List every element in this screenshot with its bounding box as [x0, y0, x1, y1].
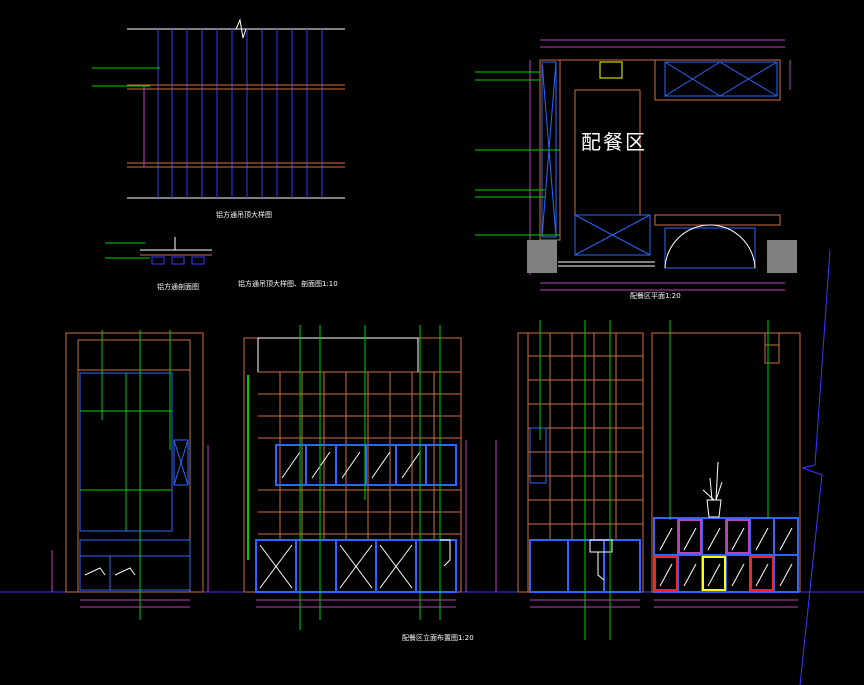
- elevation-b-drawing: [243, 325, 497, 630]
- pantry-plan-title: 配餐区平面1:20: [630, 292, 681, 300]
- ceiling-section-drawing: [105, 237, 212, 265]
- ceiling-detail-drawing: [92, 18, 345, 199]
- room-label: 配餐区: [581, 130, 647, 154]
- elevation-c-drawing: [517, 320, 644, 640]
- elevation-d-drawing: [651, 320, 801, 608]
- elevation-a-drawing: [51, 330, 209, 620]
- pantry-plan-drawing: [475, 39, 797, 291]
- break-line: [799, 249, 831, 685]
- ceiling-detail-title: 铝方通吊顶大样图: [216, 211, 272, 219]
- ceiling-combined-title: 铝方通吊顶大样图、剖面图1:10: [238, 280, 338, 288]
- ceiling-section-title: 铝方通剖面图: [157, 283, 199, 291]
- elevation-title: 配餐区立面布置图1:20: [402, 634, 474, 642]
